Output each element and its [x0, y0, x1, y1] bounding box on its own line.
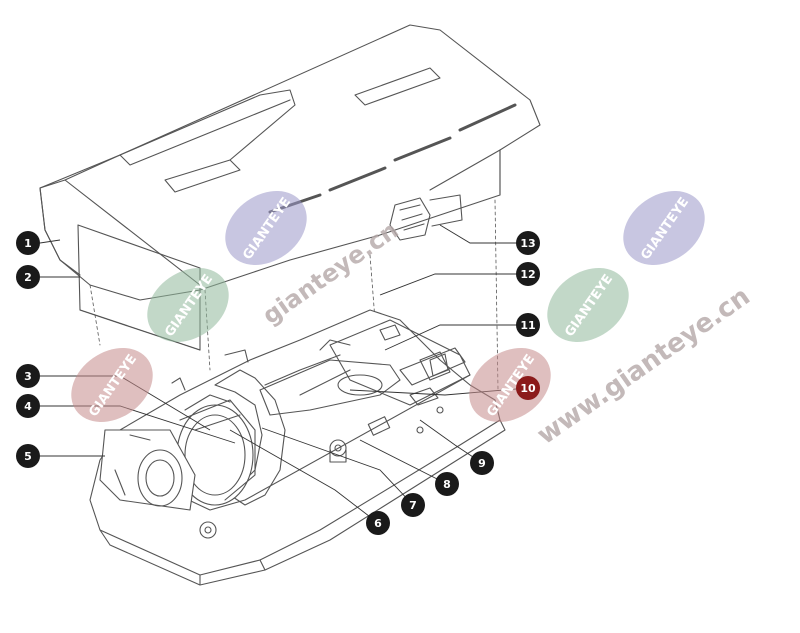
svg-text:6: 6 [374, 517, 382, 530]
watermark-badge: GIANTEYE [71, 348, 153, 422]
callout-8: 8 [435, 472, 459, 496]
svg-text:5: 5 [24, 450, 32, 463]
callout-7: 7 [401, 493, 425, 517]
watermark-badge: GIANTEYE [623, 191, 705, 265]
svg-text:10: 10 [520, 382, 536, 395]
callout-13: 13 [516, 231, 540, 255]
callout-12: 12 [516, 262, 540, 286]
callout-10: 10 [516, 376, 540, 400]
svg-text:3: 3 [24, 370, 32, 383]
svg-text:8: 8 [443, 478, 451, 491]
callout-11: 11 [516, 313, 540, 337]
callout-6: 6 [366, 511, 390, 535]
callout-1: 1 [16, 231, 40, 255]
callout-3: 3 [16, 364, 40, 388]
sunshield [39, 24, 541, 301]
vent-slot [393, 136, 452, 162]
svg-text:13: 13 [520, 237, 535, 250]
vent-slot [458, 103, 517, 132]
vent-slot [328, 166, 387, 192]
callout-4: 4 [16, 394, 40, 418]
svg-text:2: 2 [24, 271, 32, 284]
watermark-badge: GIANTEYE [547, 268, 629, 342]
svg-text:12: 12 [520, 268, 535, 281]
callout-5: 5 [16, 444, 40, 468]
svg-text:11: 11 [520, 319, 535, 332]
svg-text:9: 9 [478, 457, 486, 470]
watermark-badge: GIANTEYE [225, 191, 307, 265]
callout-9: 9 [470, 451, 494, 475]
svg-text:7: 7 [409, 499, 417, 512]
watermark-badge: GIANTEYE [147, 268, 229, 342]
svg-text:4: 4 [24, 400, 32, 413]
svg-text:1: 1 [24, 237, 32, 250]
callouts: 1 2 3 4 5 6 7 8 [16, 231, 540, 535]
callout-2: 2 [16, 265, 40, 289]
housing-line-art [39, 24, 541, 586]
